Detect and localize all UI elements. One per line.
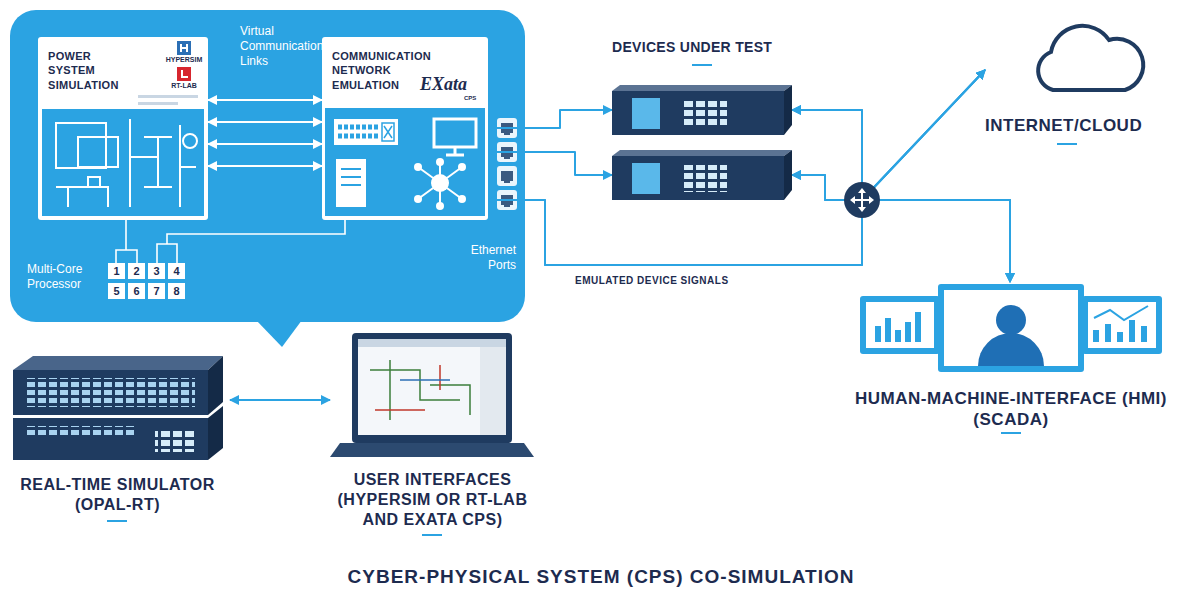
hmi-node: HUMAN-MACHINE-INTERFACE (HMI) (SCADA)	[826, 282, 1196, 430]
cloud-node: INTERNET/CLOUD	[985, 12, 1163, 152]
connector	[208, 99, 322, 101]
logo-text: EXata	[420, 75, 480, 93]
connector	[792, 70, 985, 200]
label-holder: 1	[108, 263, 125, 279]
panel-label: Multi-Core Processor	[27, 262, 103, 292]
core-number: 1	[108, 263, 125, 279]
connector	[230, 399, 330, 401]
panel-label: Ethernet Ports	[452, 243, 516, 273]
connector	[792, 70, 985, 200]
label-holder: 4	[168, 263, 185, 279]
logo-text: CPS	[464, 95, 484, 101]
illustration-holder	[612, 38, 792, 203]
connector	[792, 110, 1010, 282]
connector	[488, 110, 612, 128]
box-title: POWER SYSTEM SIMULATION	[48, 49, 134, 92]
label-holder: EMULATED DEVICE SIGNALS	[575, 275, 775, 287]
process-box: COMMUNICATION NETWORK EMULATIONEXataCPS	[322, 37, 488, 220]
laptop-illustration	[330, 330, 535, 540]
device-illustration	[612, 38, 792, 203]
connector	[208, 143, 322, 145]
label-holder: Multi-Core Processor	[27, 262, 103, 292]
core-number: 7	[148, 283, 165, 299]
logo: HYPERSIM	[162, 41, 206, 64]
label-holder: 5	[108, 283, 125, 299]
device-group: DEVICES UNDER TEST	[612, 38, 792, 203]
core-number: 5	[108, 283, 125, 299]
logo: EXata	[420, 75, 480, 93]
hypersim-logo	[177, 41, 191, 55]
node-caption: USER INTERFACES (HYPERSIM OR RT-LAB AND …	[330, 330, 535, 530]
connector	[488, 152, 612, 175]
label-holder: 6	[128, 283, 145, 299]
signal-label: EMULATED DEVICE SIGNALS	[575, 275, 775, 287]
logo: RT-LAB	[162, 67, 206, 90]
connector	[208, 165, 322, 167]
label-holder: 3	[148, 263, 165, 279]
core-number: 4	[168, 263, 185, 279]
logo-text: RT-LAB	[162, 82, 206, 90]
connector	[488, 200, 1010, 282]
label-holder: Virtual Communication Links	[240, 24, 326, 69]
label-holder: Ethernet Ports	[452, 243, 516, 273]
core-number: 2	[128, 263, 145, 279]
label-holder: 2	[128, 263, 145, 279]
core-number: 8	[168, 283, 185, 299]
process-box: POWER SYSTEM SIMULATION HYPERSIM RT-LAB	[38, 37, 208, 220]
logo-text: HYPERSIM	[162, 56, 206, 64]
node-caption: REAL-TIME SIMULATOR (OPAL-RT)	[5, 350, 230, 515]
connector	[208, 121, 322, 123]
software-node: USER INTERFACES (HYPERSIM OR RT-LAB AND …	[330, 330, 535, 530]
node-caption: INTERNET/CLOUD	[985, 12, 1163, 136]
group-title: DEVICES UNDER TEST	[612, 38, 792, 56]
logo: CPS	[464, 95, 484, 101]
caption-holder: CYBER-PHYSICAL SYSTEM (CPS) CO-SIMULATIO…	[0, 565, 1202, 589]
rtlab-logo	[177, 67, 191, 81]
label-holder: 8	[168, 283, 185, 299]
connector	[488, 70, 985, 265]
label-holder: 7	[148, 283, 165, 299]
connector	[792, 175, 1010, 282]
core-number: 3	[148, 263, 165, 279]
node-caption: HUMAN-MACHINE-INTERFACE (HMI) (SCADA)	[826, 282, 1196, 430]
diagram-caption: CYBER-PHYSICAL SYSTEM (CPS) CO-SIMULATIO…	[0, 565, 1202, 589]
panel-label: Virtual Communication Links	[240, 24, 326, 69]
core-number: 6	[128, 283, 145, 299]
hardware-node: REAL-TIME SIMULATOR (OPAL-RT)	[5, 350, 230, 515]
